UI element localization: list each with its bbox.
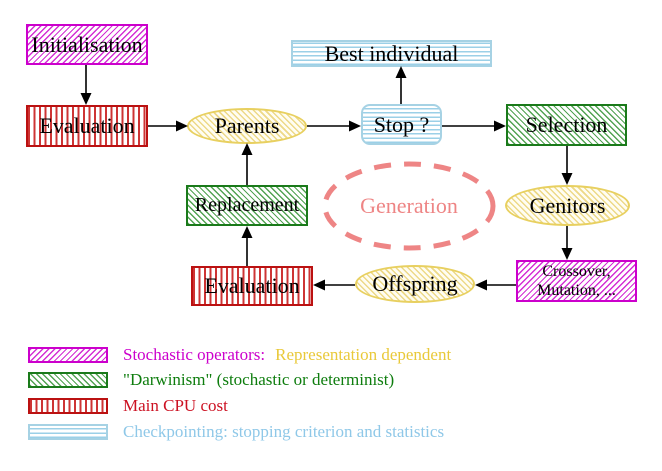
legend-label-stochastic-operators: Stochastic operators:: [123, 344, 266, 364]
legend-label-main-cpu-cost: Main CPU cost: [123, 395, 228, 415]
node-stop: Stop ?: [361, 104, 442, 145]
legend-label-representation-dependent: Representation dependent: [275, 344, 452, 364]
node-selection: Selection: [506, 104, 627, 146]
legend-swatch-checkpointing: [28, 423, 108, 440]
node-mutation-label: Mutation, ...: [537, 282, 616, 299]
node-crossover-mutation: Crossover, Mutation, ...: [516, 260, 637, 302]
arrow-evaluation-to-parents: [148, 120, 188, 132]
arrow-stop-to-best-individual: [395, 66, 407, 104]
node-replacement-label: Replacement: [194, 194, 300, 216]
generation-loop-label: Generation: [360, 193, 458, 218]
node-evaluation-top-label: Evaluation: [39, 113, 135, 138]
arrow-selection-to-genitors: [561, 146, 573, 185]
legend-swatch-darwinism: [28, 371, 108, 388]
node-evaluation-bottom: Evaluation: [191, 266, 313, 306]
node-stop-label: Stop ?: [373, 111, 430, 137]
arrow-initialisation-to-evaluation: [80, 65, 92, 105]
node-evaluation-top: Evaluation: [26, 105, 148, 147]
node-crossover-label: Crossover,: [542, 263, 611, 280]
legend-swatch-stochastic-operators: [28, 346, 108, 363]
legend-label-darwinism: "Darwinism" (stochastic or determinist): [123, 369, 395, 389]
node-parents: Parents: [187, 108, 307, 144]
node-genitors-label: Genitors: [529, 192, 606, 218]
node-offspring: Offspring: [355, 265, 475, 303]
node-genitors: Genitors: [505, 185, 630, 226]
node-evaluation-bottom-label: Evaluation: [204, 273, 300, 298]
node-selection-label: Selection: [525, 112, 608, 137]
node-initialisation-label: Initialisation: [31, 31, 143, 57]
legend-label-checkpointing: Checkpointing: stopping criterion and st…: [123, 421, 445, 441]
arrow-evaluation-to-replacement: [241, 226, 253, 266]
node-offspring-label: Offspring: [372, 271, 458, 296]
arrow-stop-to-selection: [442, 120, 506, 132]
node-replacement: Replacement: [186, 185, 308, 226]
arrow-parents-to-stop: [307, 120, 361, 132]
node-initialisation: Initialisation: [26, 24, 148, 65]
arrow-crossover-to-offspring: [475, 279, 516, 291]
node-parents-label: Parents: [214, 113, 280, 138]
arrow-replacement-to-parents: [241, 143, 253, 185]
node-best-individual: Best individual: [291, 40, 492, 67]
arrow-offspring-to-evaluation: [313, 279, 355, 291]
node-best-individual-label: Best individual: [324, 40, 459, 66]
legend-row-checkpointing: Checkpointing: stopping criterion and st…: [28, 421, 445, 441]
arrow-genitors-to-crossover: [561, 226, 573, 260]
legend-row-main-cpu-cost: Main CPU cost: [28, 395, 228, 415]
legend-row-stochastic-operators: Stochastic operators: Representation dep…: [28, 344, 452, 364]
legend-row-darwinism: "Darwinism" (stochastic or determinist): [28, 369, 395, 389]
legend-swatch-main-cpu-cost: [28, 397, 108, 414]
